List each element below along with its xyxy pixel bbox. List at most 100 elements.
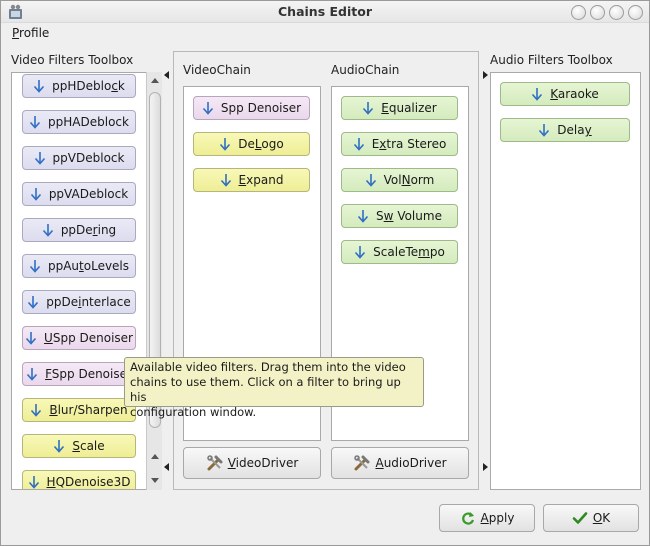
help-window-button[interactable]	[571, 5, 586, 20]
filter-button[interactable]: Delay	[500, 118, 630, 142]
left-collapse-icon[interactable]	[164, 71, 169, 79]
apply-button[interactable]: Apply	[439, 504, 535, 532]
filter-label: Blur/Sharpen	[49, 403, 128, 417]
filter-label: USpp Denoiser	[44, 331, 133, 345]
down-arrow-icon	[34, 152, 45, 165]
tools-icon	[354, 455, 370, 471]
app-icon	[9, 4, 22, 19]
filter-button[interactable]: ppHADeblock	[22, 110, 136, 134]
filter-button[interactable]: ScaleTempo	[341, 240, 458, 264]
close-window-button[interactable]	[628, 5, 643, 20]
audio-driver-button[interactable]: AudioDriver	[331, 447, 469, 479]
filter-button[interactable]: ppVADeblock	[22, 182, 136, 206]
filter-button[interactable]: VolNorm	[341, 168, 458, 192]
filter-button[interactable]: FSpp Denoiser	[22, 362, 136, 386]
video-driver-button[interactable]: VideoDriver	[183, 447, 321, 479]
down-arrow-icon	[365, 174, 376, 187]
down-arrow-icon	[220, 174, 231, 187]
filter-button[interactable]: Spp Denoiser	[193, 96, 310, 120]
title-bar[interactable]: Chains Editor	[1, 1, 649, 23]
window-title: Chains Editor	[278, 4, 372, 19]
filter-label: Scale	[72, 439, 105, 453]
down-arrow-icon	[28, 296, 39, 309]
filter-button[interactable]: Equalizer	[341, 96, 458, 120]
filter-label: ppVDeblock	[52, 151, 125, 165]
filter-label: VolNorm	[383, 173, 435, 187]
filter-label: Spp Denoiser	[220, 101, 302, 115]
down-arrow-icon	[220, 138, 231, 151]
down-arrow-icon	[25, 332, 37, 345]
ok-button[interactable]: OK	[543, 504, 639, 532]
filter-button[interactable]: ppVDeblock	[22, 146, 136, 170]
filter-button[interactable]: HQDenoise3D	[22, 470, 136, 489]
down-arrow-icon	[539, 124, 550, 137]
filter-button[interactable]: DeLogo	[193, 132, 310, 156]
tooltip: Available video filters. Drag them into …	[124, 357, 424, 419]
video-toolbox-scrollbar[interactable]	[146, 72, 162, 490]
filter-button[interactable]: Blur/Sharpen	[22, 398, 136, 422]
filter-button[interactable]: Expand	[193, 168, 310, 192]
tooltip-line: Available video filters. Drag them into …	[130, 360, 406, 374]
filter-button[interactable]: USpp Denoiser	[22, 326, 136, 350]
filter-button[interactable]: Sw Volume	[341, 204, 458, 228]
filter-button[interactable]: ppHDeblock	[22, 74, 136, 98]
filter-label: DeLogo	[238, 137, 284, 151]
audio-chain-label: AudioChain	[331, 63, 400, 77]
down-arrow-icon	[29, 116, 41, 129]
filter-label: ppHADeblock	[48, 115, 129, 129]
down-arrow-icon	[26, 368, 38, 381]
refresh-icon	[461, 512, 474, 525]
down-arrow-icon	[28, 476, 39, 489]
tooltip-line: chains to use them. Click on a filter to…	[130, 375, 401, 404]
filter-label: Sw Volume	[376, 209, 442, 223]
scroll-up-lower-icon[interactable]	[151, 454, 159, 459]
down-arrow-icon	[54, 440, 65, 453]
scrollbar-thumb[interactable]	[149, 92, 161, 428]
right-collapse-icon[interactable]	[483, 71, 488, 79]
down-arrow-icon	[34, 80, 45, 93]
filter-label: ppDering	[60, 223, 117, 237]
ok-label: OK	[592, 511, 611, 525]
maximize-window-button[interactable]	[609, 5, 624, 20]
filter-label: HQDenoise3D	[46, 475, 131, 489]
filter-label: ppVADeblock	[48, 187, 129, 201]
tools-icon	[206, 455, 223, 471]
filter-button[interactable]: Scale	[22, 434, 136, 458]
filter-label: Extra Stereo	[371, 137, 447, 151]
down-arrow-icon	[353, 138, 364, 151]
down-arrow-icon	[202, 102, 214, 115]
filter-label: Expand	[238, 173, 284, 187]
down-arrow-icon	[29, 260, 41, 273]
left-collapse-lower-icon[interactable]	[164, 463, 169, 471]
menu-bar: Profile	[1, 23, 649, 43]
video-toolbox-list[interactable]: ppHDeblock ppHADeblock ppVDeblock ppVADeblo…	[11, 72, 162, 490]
filter-button[interactable]: ppDeinterlace	[22, 290, 136, 314]
filter-button[interactable]: ppDering	[22, 218, 136, 242]
filter-label: ppDeinterlace	[46, 295, 131, 309]
filter-label: FSpp Denoiser	[45, 367, 132, 381]
scroll-down-icon[interactable]	[151, 478, 159, 483]
filter-label: Equalizer	[381, 101, 437, 115]
menu-profile[interactable]: Profile	[12, 26, 50, 40]
tooltip-line: configuration window.	[130, 405, 257, 419]
audio-toolbox-label: Audio Filters Toolbox	[490, 53, 613, 67]
filter-button[interactable]: Extra Stereo	[341, 132, 458, 156]
down-arrow-icon	[363, 102, 374, 115]
down-arrow-icon	[30, 188, 41, 201]
filter-label: Karaoke	[550, 87, 599, 101]
video-chain-label: VideoChain	[183, 63, 251, 77]
filter-label: ScaleTempo	[373, 245, 445, 259]
apply-label: Apply	[480, 511, 515, 525]
down-arrow-icon	[355, 246, 366, 259]
filter-button[interactable]: ppAutoLevels	[22, 254, 136, 278]
filter-label: ppAutoLevels	[47, 259, 130, 273]
minimize-window-button[interactable]	[590, 5, 605, 20]
scroll-up-icon[interactable]	[151, 78, 159, 83]
down-arrow-icon	[357, 210, 369, 223]
audio-driver-label: AudioDriver	[375, 456, 447, 470]
right-collapse-lower-icon[interactable]	[483, 463, 488, 471]
filter-button[interactable]: Karaoke	[500, 82, 630, 106]
video-toolbox-label: Video Filters Toolbox	[11, 53, 134, 67]
